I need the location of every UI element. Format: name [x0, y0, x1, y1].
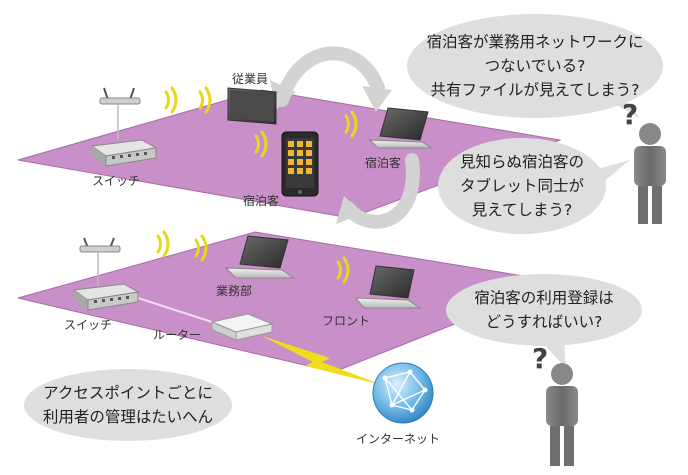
tablet-guest-label: 宿泊客: [243, 194, 280, 208]
bubble-right-line: 宿泊客の利用登録は: [474, 289, 614, 307]
svg-text:?: ?: [622, 98, 638, 131]
bubble-top-line: 共有ファイルが見えてしまう?: [430, 81, 640, 99]
wifi-icon: [156, 230, 350, 284]
router-icon: [210, 313, 274, 341]
cycle-arrow-icon: [336, 153, 420, 229]
access-point-icon: [99, 87, 141, 140]
question-mark-icon: ?: [532, 342, 548, 375]
router-label: ルーター: [153, 328, 202, 342]
tablet-icon: [281, 131, 319, 197]
switch-icon: [90, 139, 158, 167]
laptop-icon: [368, 107, 434, 149]
speech-bubble-middle: [438, 138, 630, 234]
lightning-icon: [262, 336, 382, 385]
speech-bubble-right: [446, 274, 642, 368]
laptop-icon: [224, 235, 296, 279]
svg-text:?: ?: [532, 342, 548, 375]
bubble-middle-text: 見知らぬ宿泊客の タブレット同士が 見えてしまう?: [446, 150, 598, 222]
speech-bubble-left: [24, 369, 232, 441]
bubble-left-line: 利用者の管理はたいへん: [42, 408, 214, 426]
employee-label: 従業員: [232, 72, 269, 86]
bubble-middle-line: タブレット同士が: [459, 177, 584, 195]
bubble-right-line: どうすればいい?: [485, 313, 603, 331]
bubble-top-text: 宿泊客が業務用ネットワークに つないでいる? 共有ファイルが見えてしまう?: [412, 30, 658, 102]
access-point-icon: [79, 237, 121, 286]
bubble-left-text: アクセスポイントごとに 利用者の管理はたいへん: [30, 381, 226, 429]
office-label: 業務部: [216, 284, 253, 298]
speech-bubble-top: [407, 14, 663, 118]
cable: [137, 297, 213, 323]
monitor-icon: [227, 87, 277, 125]
laptop-guest-label: 宿泊客: [365, 156, 402, 170]
bubble-middle-line: 見えてしまう?: [471, 201, 573, 219]
globe-icon: [372, 362, 434, 424]
bubble-left-line: アクセスポイントごとに: [43, 384, 213, 402]
person-icon: [634, 123, 666, 224]
switch-bottom-label: スイッチ: [64, 318, 113, 332]
bubble-right-text: 宿泊客の利用登録は どうすればいい?: [456, 286, 632, 334]
switch-icon: [72, 283, 140, 311]
bubble-top-line: 宿泊客が業務用ネットワークに: [426, 33, 644, 51]
switch-top-label: スイッチ: [92, 174, 141, 188]
internet-label: インターネット: [356, 432, 441, 446]
laptop-icon: [354, 265, 422, 309]
question-mark-icon: ?: [622, 98, 638, 131]
front-label: フロント: [322, 314, 371, 328]
person-icon: [546, 363, 578, 466]
bubble-top-line: つないでいる?: [484, 57, 586, 75]
bubble-middle-line: 見知らぬ宿泊客の: [459, 153, 584, 171]
